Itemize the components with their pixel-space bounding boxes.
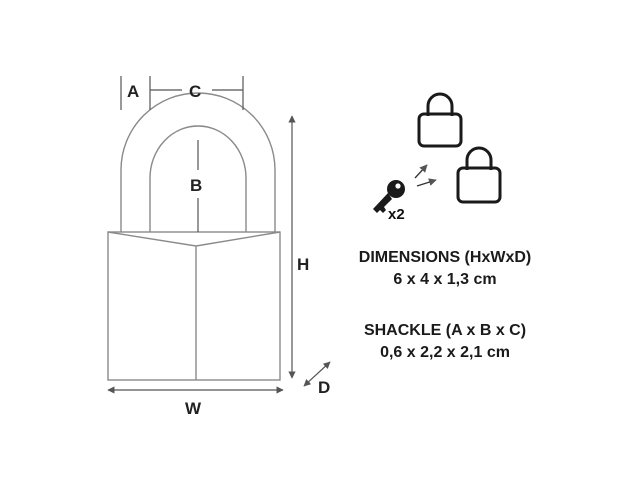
shackle-inner (149, 125, 247, 232)
label-b: B (190, 176, 202, 195)
label-w: W (185, 399, 202, 418)
lock-body (107, 231, 281, 381)
shackle-heading: SHACKLE (A x B x C) (363, 322, 527, 339)
label-d: D (318, 378, 330, 397)
shackle-outer (120, 92, 276, 232)
padlock-outline (107, 92, 281, 381)
lock-body-bevel (107, 231, 281, 380)
shackle-value: 0,6 x 2,2 x 2,1 cm (380, 344, 510, 361)
dimensions-heading: DIMENSIONS (HxWxD) (358, 249, 532, 266)
padlock-icon (456, 146, 502, 204)
label-h: H (297, 255, 309, 274)
shackle-spec: SHACKLE (A x B x C) 0,6 x 2,2 x 2,1 cm (315, 320, 575, 364)
key-icon (373, 180, 405, 213)
dimensions-spec: DIMENSIONS (HxWxD) 6 x 4 x 1,3 cm (315, 247, 575, 291)
dim-line-d (303, 361, 331, 387)
label-c: C (189, 82, 201, 101)
arrow-icon (414, 164, 437, 187)
dimension-lines (107, 76, 331, 394)
key-count: x2 (388, 206, 405, 223)
padlock-icon (417, 92, 463, 148)
label-a: A (127, 82, 139, 101)
dimensions-value: 6 x 4 x 1,3 cm (393, 271, 497, 288)
